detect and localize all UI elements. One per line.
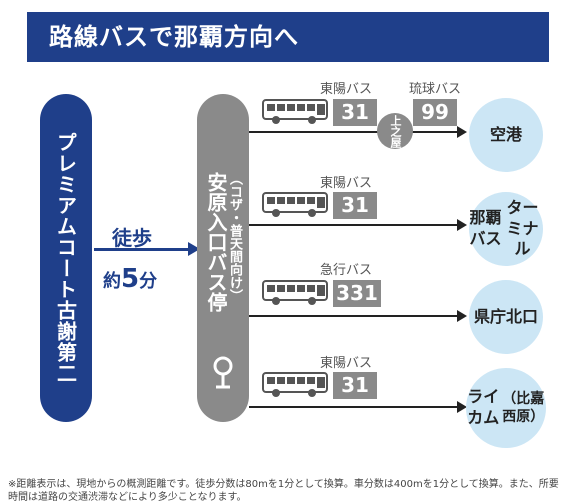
route-2-company: 東陽バス: [320, 176, 373, 191]
destination-line2: （比嘉西原）: [502, 390, 545, 425]
route-2-number: 31: [333, 192, 377, 219]
destination-airport: 空港: [469, 98, 543, 172]
route-1-company: 東陽バス: [320, 82, 373, 97]
walk-time-prefix: 約: [103, 271, 121, 292]
route-4-company: 東陽バス: [320, 356, 373, 371]
route-1-number: 31: [333, 99, 377, 126]
route-2-arrow: [249, 219, 467, 231]
destination-line1: ライカム: [467, 387, 500, 427]
destination-kencho-kitaguchi: 県庁北口: [469, 280, 543, 354]
page-title: 路線バスで那覇方向へ: [27, 12, 549, 62]
route-3-number: 331: [333, 280, 381, 307]
route-3-arrow: [249, 310, 467, 322]
route-1-via-company: 琉球バス: [409, 82, 462, 97]
walk-time: 約5分: [103, 264, 157, 294]
walk-label: 徒歩: [112, 226, 152, 250]
bus-stop-name: 安原入口バス停: [204, 172, 228, 312]
bus-icon: [262, 280, 328, 306]
bus-icon: [262, 192, 328, 218]
bus-icon: [262, 372, 328, 398]
footnote: ※距離表示は、現地からの概測距離です。徒歩分数は80mを1分として換算。車分数は…: [8, 479, 559, 503]
origin-building: プレミアムコート古謝第二: [40, 94, 92, 422]
walk-time-minutes: 5: [121, 264, 140, 294]
destination-raikamu: ライカム（比嘉西原）: [466, 368, 546, 448]
bus-stop-pin-icon: [213, 356, 233, 389]
destination-line1: 那覇バス: [469, 208, 502, 248]
walk-arrow: [94, 242, 200, 256]
destination-naha-terminal: 那覇バスターミナル: [469, 192, 543, 266]
route-3-company: 急行バス: [320, 263, 373, 278]
bus-icon: [262, 99, 328, 125]
route-4-arrow: [249, 401, 467, 413]
bus-stop: （コザ・普天間向け） 安原入口バス停: [197, 94, 249, 422]
walk-time-unit: 分: [139, 271, 158, 292]
route-1-via-number: 99: [413, 99, 457, 126]
bus-stop-direction: （コザ・普天間向け）: [227, 172, 242, 302]
route-4-number: 31: [333, 372, 377, 399]
destination-line2: ターミナル: [506, 197, 539, 259]
via-stop: 上之屋: [377, 113, 413, 149]
route-1-arrow: [249, 126, 467, 138]
